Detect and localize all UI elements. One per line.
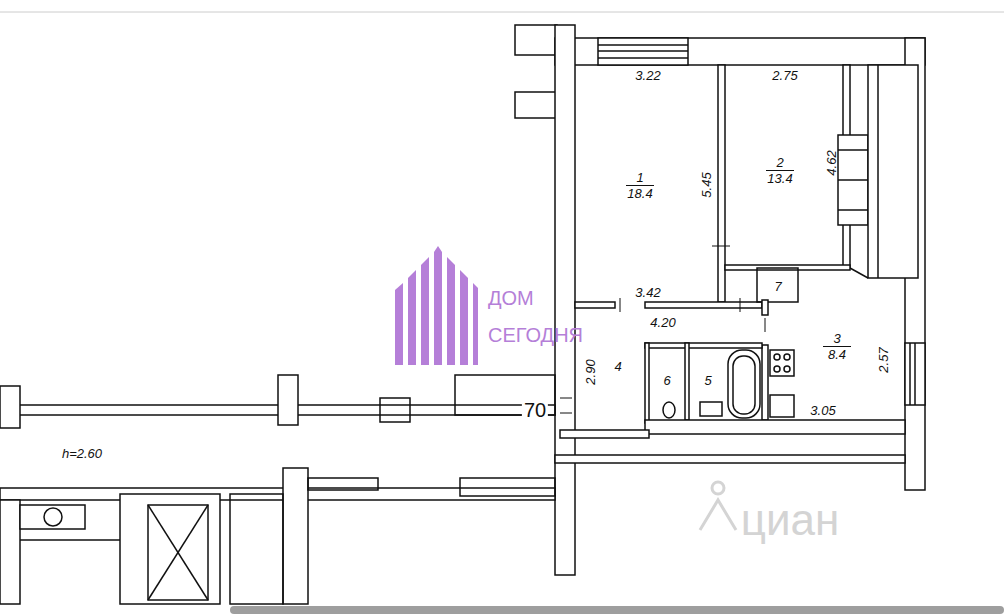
watermark: ДОМ	[488, 287, 534, 309]
room-number: 2	[766, 155, 794, 171]
room-number: 5	[703, 373, 712, 388]
room-label: 118.4	[600, 150, 680, 220]
room-number: 1	[626, 170, 654, 186]
dimension: 5.45	[699, 172, 714, 197]
room-label: 6	[651, 364, 683, 396]
room-label: 4	[600, 350, 636, 382]
logo-mark	[395, 246, 478, 365]
ceiling-height: h=2.60	[62, 446, 102, 461]
dimension: 4.62	[824, 150, 839, 175]
dimension: 2.75	[772, 68, 797, 83]
dimension: 2.57	[876, 347, 891, 372]
dimension: 3.42	[635, 285, 660, 300]
room-area: 18.4	[626, 186, 653, 201]
room-area: 8.4	[827, 347, 847, 362]
room-number: 7	[773, 279, 782, 294]
room-label: 7	[760, 272, 796, 300]
room-number: 3	[823, 331, 851, 347]
watermark: циан	[741, 497, 840, 543]
room-label: 5	[692, 364, 724, 396]
room-label: 38.4	[800, 318, 874, 374]
dimension: 70	[522, 399, 548, 421]
room-label: 213.4	[745, 135, 815, 205]
dimension: 3.05	[810, 403, 835, 418]
dimension: 4.20	[650, 315, 675, 330]
room-area: 13.4	[766, 171, 793, 186]
watermark-icon	[700, 482, 736, 530]
watermark: СЕГОДНЯ	[488, 324, 583, 346]
room-number: 4	[613, 359, 622, 374]
dimension: 2.90	[583, 359, 598, 384]
dimension: 3.22	[635, 68, 660, 83]
room-number: 6	[662, 373, 671, 388]
